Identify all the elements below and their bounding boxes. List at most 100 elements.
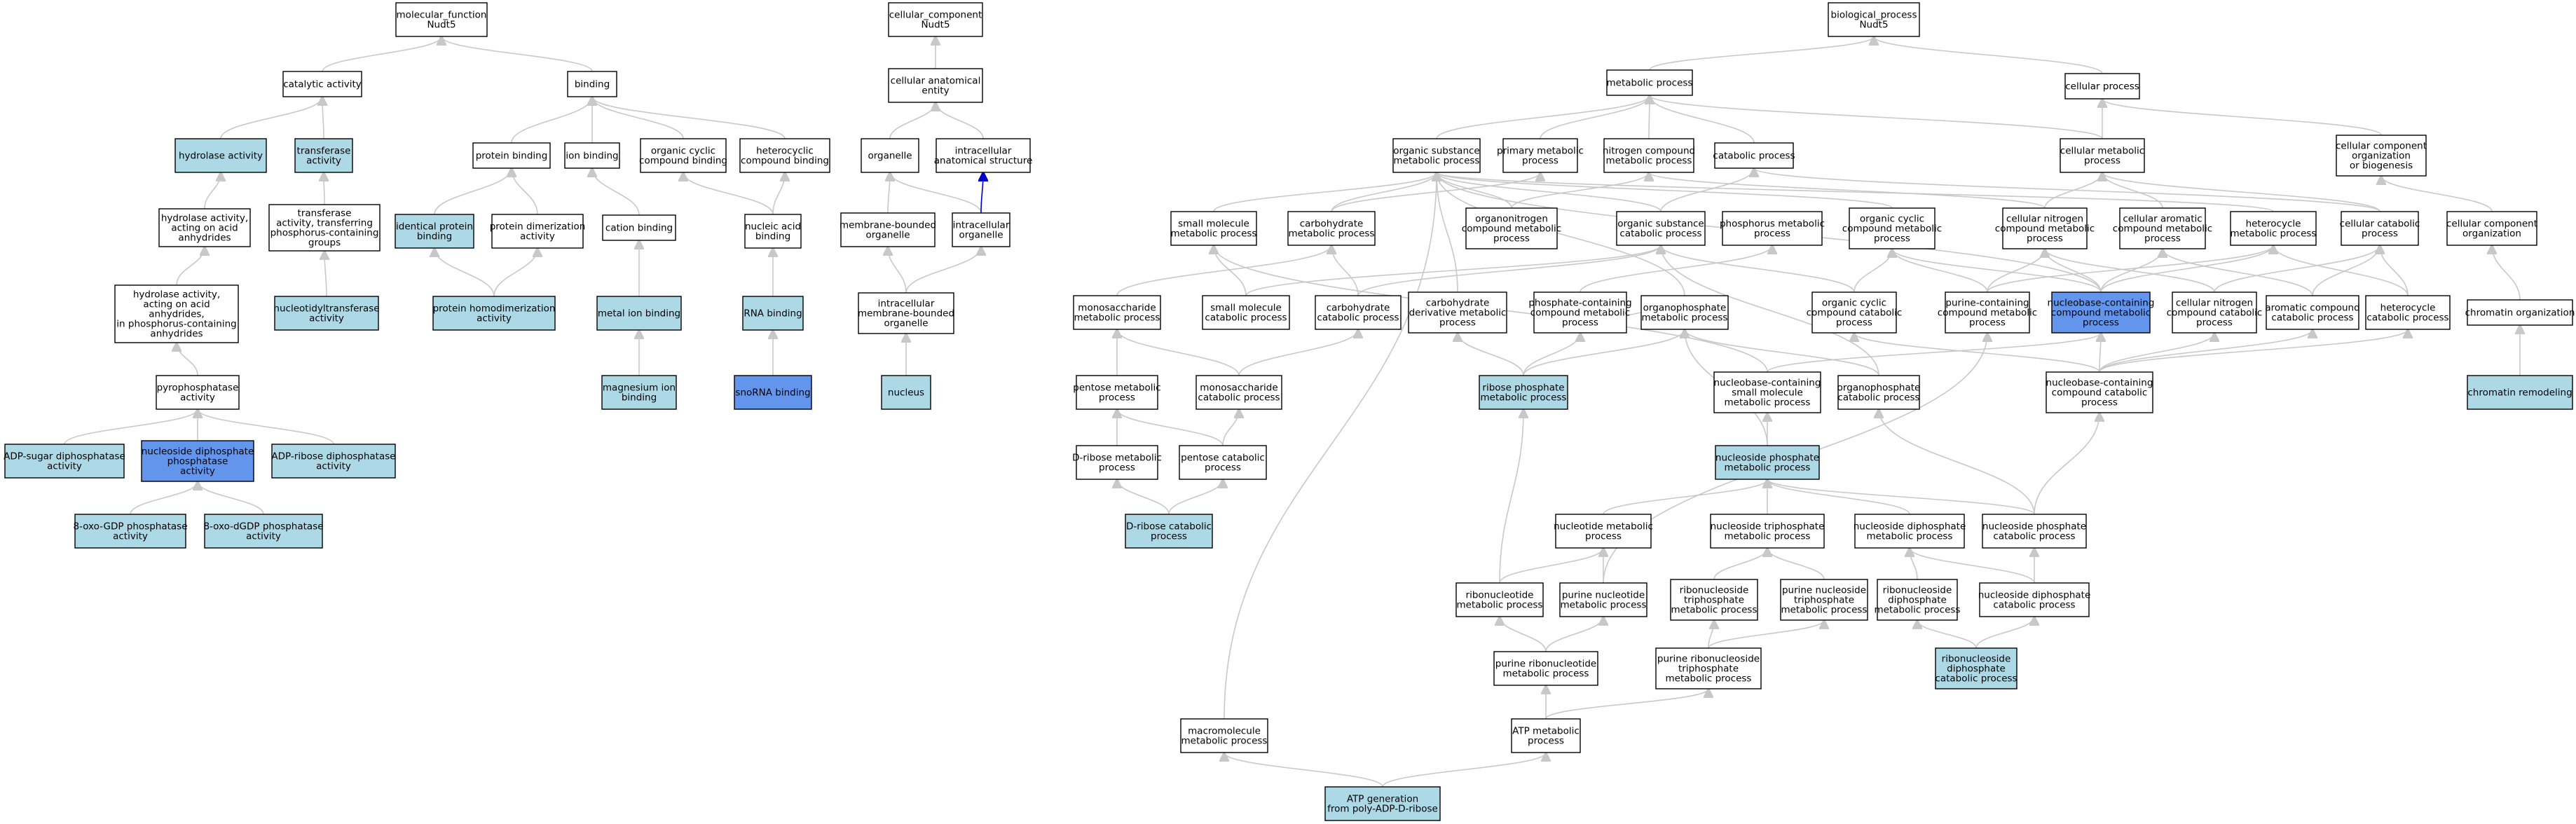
go-term-node-rna_bind[interactable]: RNA binding bbox=[742, 296, 804, 331]
go-term-node-metal_ion[interactable]: metal ion binding bbox=[596, 296, 682, 331]
go-term-node-chrom_remod[interactable]: chromatin remodeling bbox=[2467, 375, 2573, 410]
go-term-label: hydrolase activity, bbox=[133, 289, 220, 301]
go-term-label: cellular process bbox=[2065, 81, 2139, 92]
go-term-node-hyd_anh_phos[interactable]: hydrolase activity,acting on acidanhydri… bbox=[114, 284, 239, 343]
go-term-node-chrom_org[interactable]: chromatin organization bbox=[2465, 299, 2575, 326]
go-term-node-hydrolase[interactable]: hydrolase activity bbox=[174, 138, 267, 173]
go-term-node-ion_bind[interactable]: ion binding bbox=[564, 142, 620, 169]
go-term-node-catab[interactable]: catabolic process bbox=[1713, 142, 1795, 169]
go-term-node-cation_bind[interactable]: cation binding bbox=[602, 214, 676, 241]
go-term-node-organelle[interactable]: organelle bbox=[861, 138, 919, 173]
go-term-node-prns_triphos[interactable]: purine ribonucleosidetriphosphatemetabol… bbox=[1655, 647, 1762, 689]
go-term-node-cat_act[interactable]: catalytic activity bbox=[282, 71, 362, 97]
go-term-node-nucleus[interactable]: nucleus bbox=[881, 375, 931, 410]
go-term-node-binding[interactable]: binding bbox=[567, 71, 617, 97]
edge-nb_cont_cat-to-org_cyc_cat bbox=[1854, 333, 2100, 373]
go-term-node-metab[interactable]: metabolic process bbox=[1606, 69, 1693, 96]
go-term-node-prot_bind[interactable]: protein binding bbox=[472, 142, 551, 169]
go-term-node-snorna[interactable]: snoRNA binding bbox=[734, 375, 812, 410]
go-term-node-cellproc[interactable]: cellular process bbox=[2064, 73, 2140, 99]
go-term-node-nuc_diphos[interactable]: nucleoside diphosphatephosphataseactivit… bbox=[141, 440, 254, 482]
go-term-label: process bbox=[1585, 531, 1622, 542]
go-term-node-hyd_anh[interactable]: hydrolase activity,acting on acidanhydri… bbox=[158, 208, 251, 247]
